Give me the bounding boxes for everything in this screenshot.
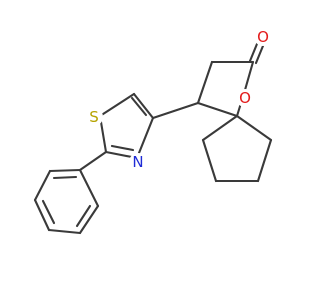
bond-thiazole-c4-c5-inner [130, 96, 148, 117]
bond-thiazole-c5-s [98, 92, 136, 118]
bond-thiazole-c4-c5 [132, 92, 155, 120]
bond-thiazole-phenyl [78, 150, 108, 172]
bond-ph3-ph4 [33, 198, 51, 232]
nitrogen-atom: N [129, 153, 147, 171]
ring-oxygen-atom: O [236, 89, 254, 107]
molecule-structure: S N O O [33, 28, 273, 235]
ring-oxygen-label: O [239, 89, 251, 107]
bond-c4-ch2 [196, 60, 214, 105]
bond-ph5-ph6 [78, 204, 100, 235]
bond-ph2-ph3 [33, 169, 52, 202]
bond-ph5-ph6-inner [75, 204, 92, 228]
sulfur-atom: S [85, 108, 103, 126]
bond-ph1-ph2-inner [52, 175, 78, 180]
sulfur-label: S [89, 108, 99, 126]
bond-cp4-spiro [235, 114, 273, 142]
bond-spiro-c4 [196, 101, 239, 118]
bond-thiazole-c2-n-inner [110, 144, 135, 152]
bond-carbonyl-ring-oxygen [243, 60, 255, 92]
bond-thiazole-n-c4 [135, 116, 155, 160]
bond-cp1-cp2 [201, 138, 218, 183]
bond-cp3-cp4 [256, 138, 273, 183]
bond-c4-thiazole [151, 101, 200, 120]
bond-spiro-cp1 [201, 114, 239, 142]
molecule-canvas: S N O O [33, 28, 273, 235]
carbonyl-oxygen-label: O [257, 28, 269, 46]
bond-ph6-ph1 [78, 168, 100, 208]
bond-ph1-ph2 [48, 168, 82, 173]
bond-ph3-ph4-inner [41, 199, 56, 225]
nitrogen-label: N [132, 153, 143, 171]
bond-ph4-ph5 [47, 228, 82, 235]
carbonyl-oxygen-atom: O [254, 28, 272, 46]
